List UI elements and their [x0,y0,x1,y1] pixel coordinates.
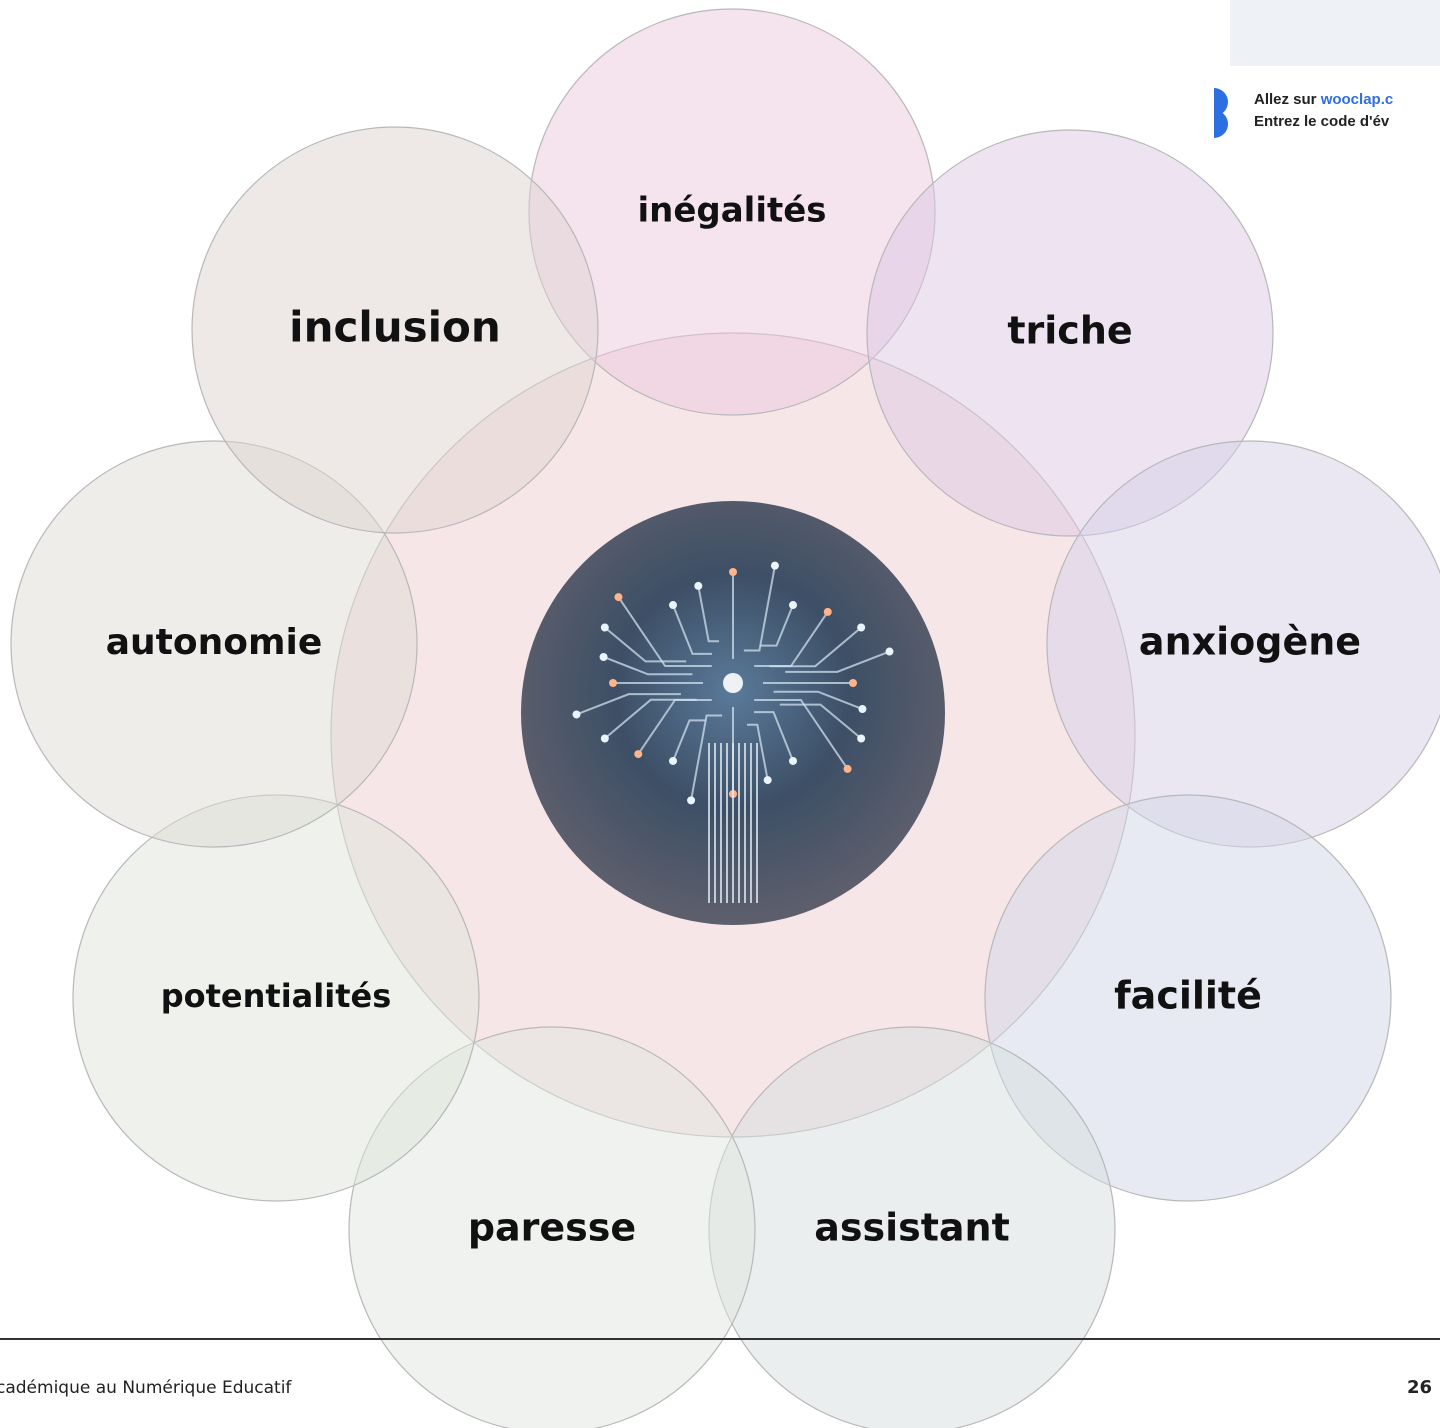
node-label-3: facilité [1114,974,1262,1018]
node-circle-8 [191,126,599,534]
node-label-4: assistant [814,1206,1010,1250]
node-label-8: inclusion [289,303,501,352]
footer-text: cadémique au Numérique Educatif [0,1378,292,1398]
node-label-7: autonomie [106,622,323,663]
wooclap-header-box [1230,0,1440,66]
node-circle-1 [866,129,1274,537]
node-circle-5 [348,1026,756,1428]
step-bullet-icon [1214,88,1228,116]
step-2-text: Entrez le code d'év [1254,113,1390,130]
node-label-2: anxiogène [1139,620,1361,664]
node-circle-7 [10,440,418,848]
node-circle-3 [984,794,1392,1202]
node-label-6: potentialités [161,977,392,1015]
wooclap-step-1: Allez sur wooclap.c [1212,86,1440,116]
wooclap-instructions: Allez sur wooclap.c Entrez le code d'év [1212,0,1440,160]
step-bullet-icon [1214,110,1228,138]
center-brain-image [521,501,945,925]
footer-divider [0,1338,1440,1340]
step-1-text: Allez sur [1254,91,1321,108]
page-number: 26 [1406,1377,1432,1398]
wooclap-link[interactable]: wooclap.c [1320,91,1394,108]
node-label-1: triche [1007,309,1132,353]
node-label-5: paresse [468,1206,636,1250]
node-label-0: inégalités [637,191,826,231]
wooclap-step-2: Entrez le code d'év [1212,108,1440,138]
